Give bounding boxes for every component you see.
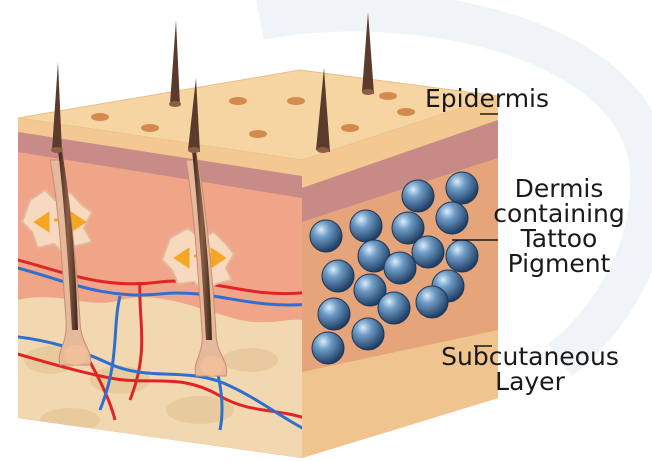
label-subcutaneous-line-2: Layer bbox=[420, 369, 640, 394]
label-dermis: Dermis containing Tattoo Pigment bbox=[484, 176, 634, 276]
label-epidermis: Epidermis bbox=[425, 86, 549, 111]
label-dermis-line-3: Tattoo bbox=[484, 226, 634, 251]
label-subcutaneous: Subcutaneous Layer bbox=[420, 344, 640, 394]
label-subcutaneous-line-1: Subcutaneous bbox=[420, 344, 640, 369]
label-dermis-line-1: Dermis bbox=[484, 176, 634, 201]
label-dermis-line-4: Pigment bbox=[484, 251, 634, 276]
label-dermis-line-2: containing bbox=[484, 201, 634, 226]
